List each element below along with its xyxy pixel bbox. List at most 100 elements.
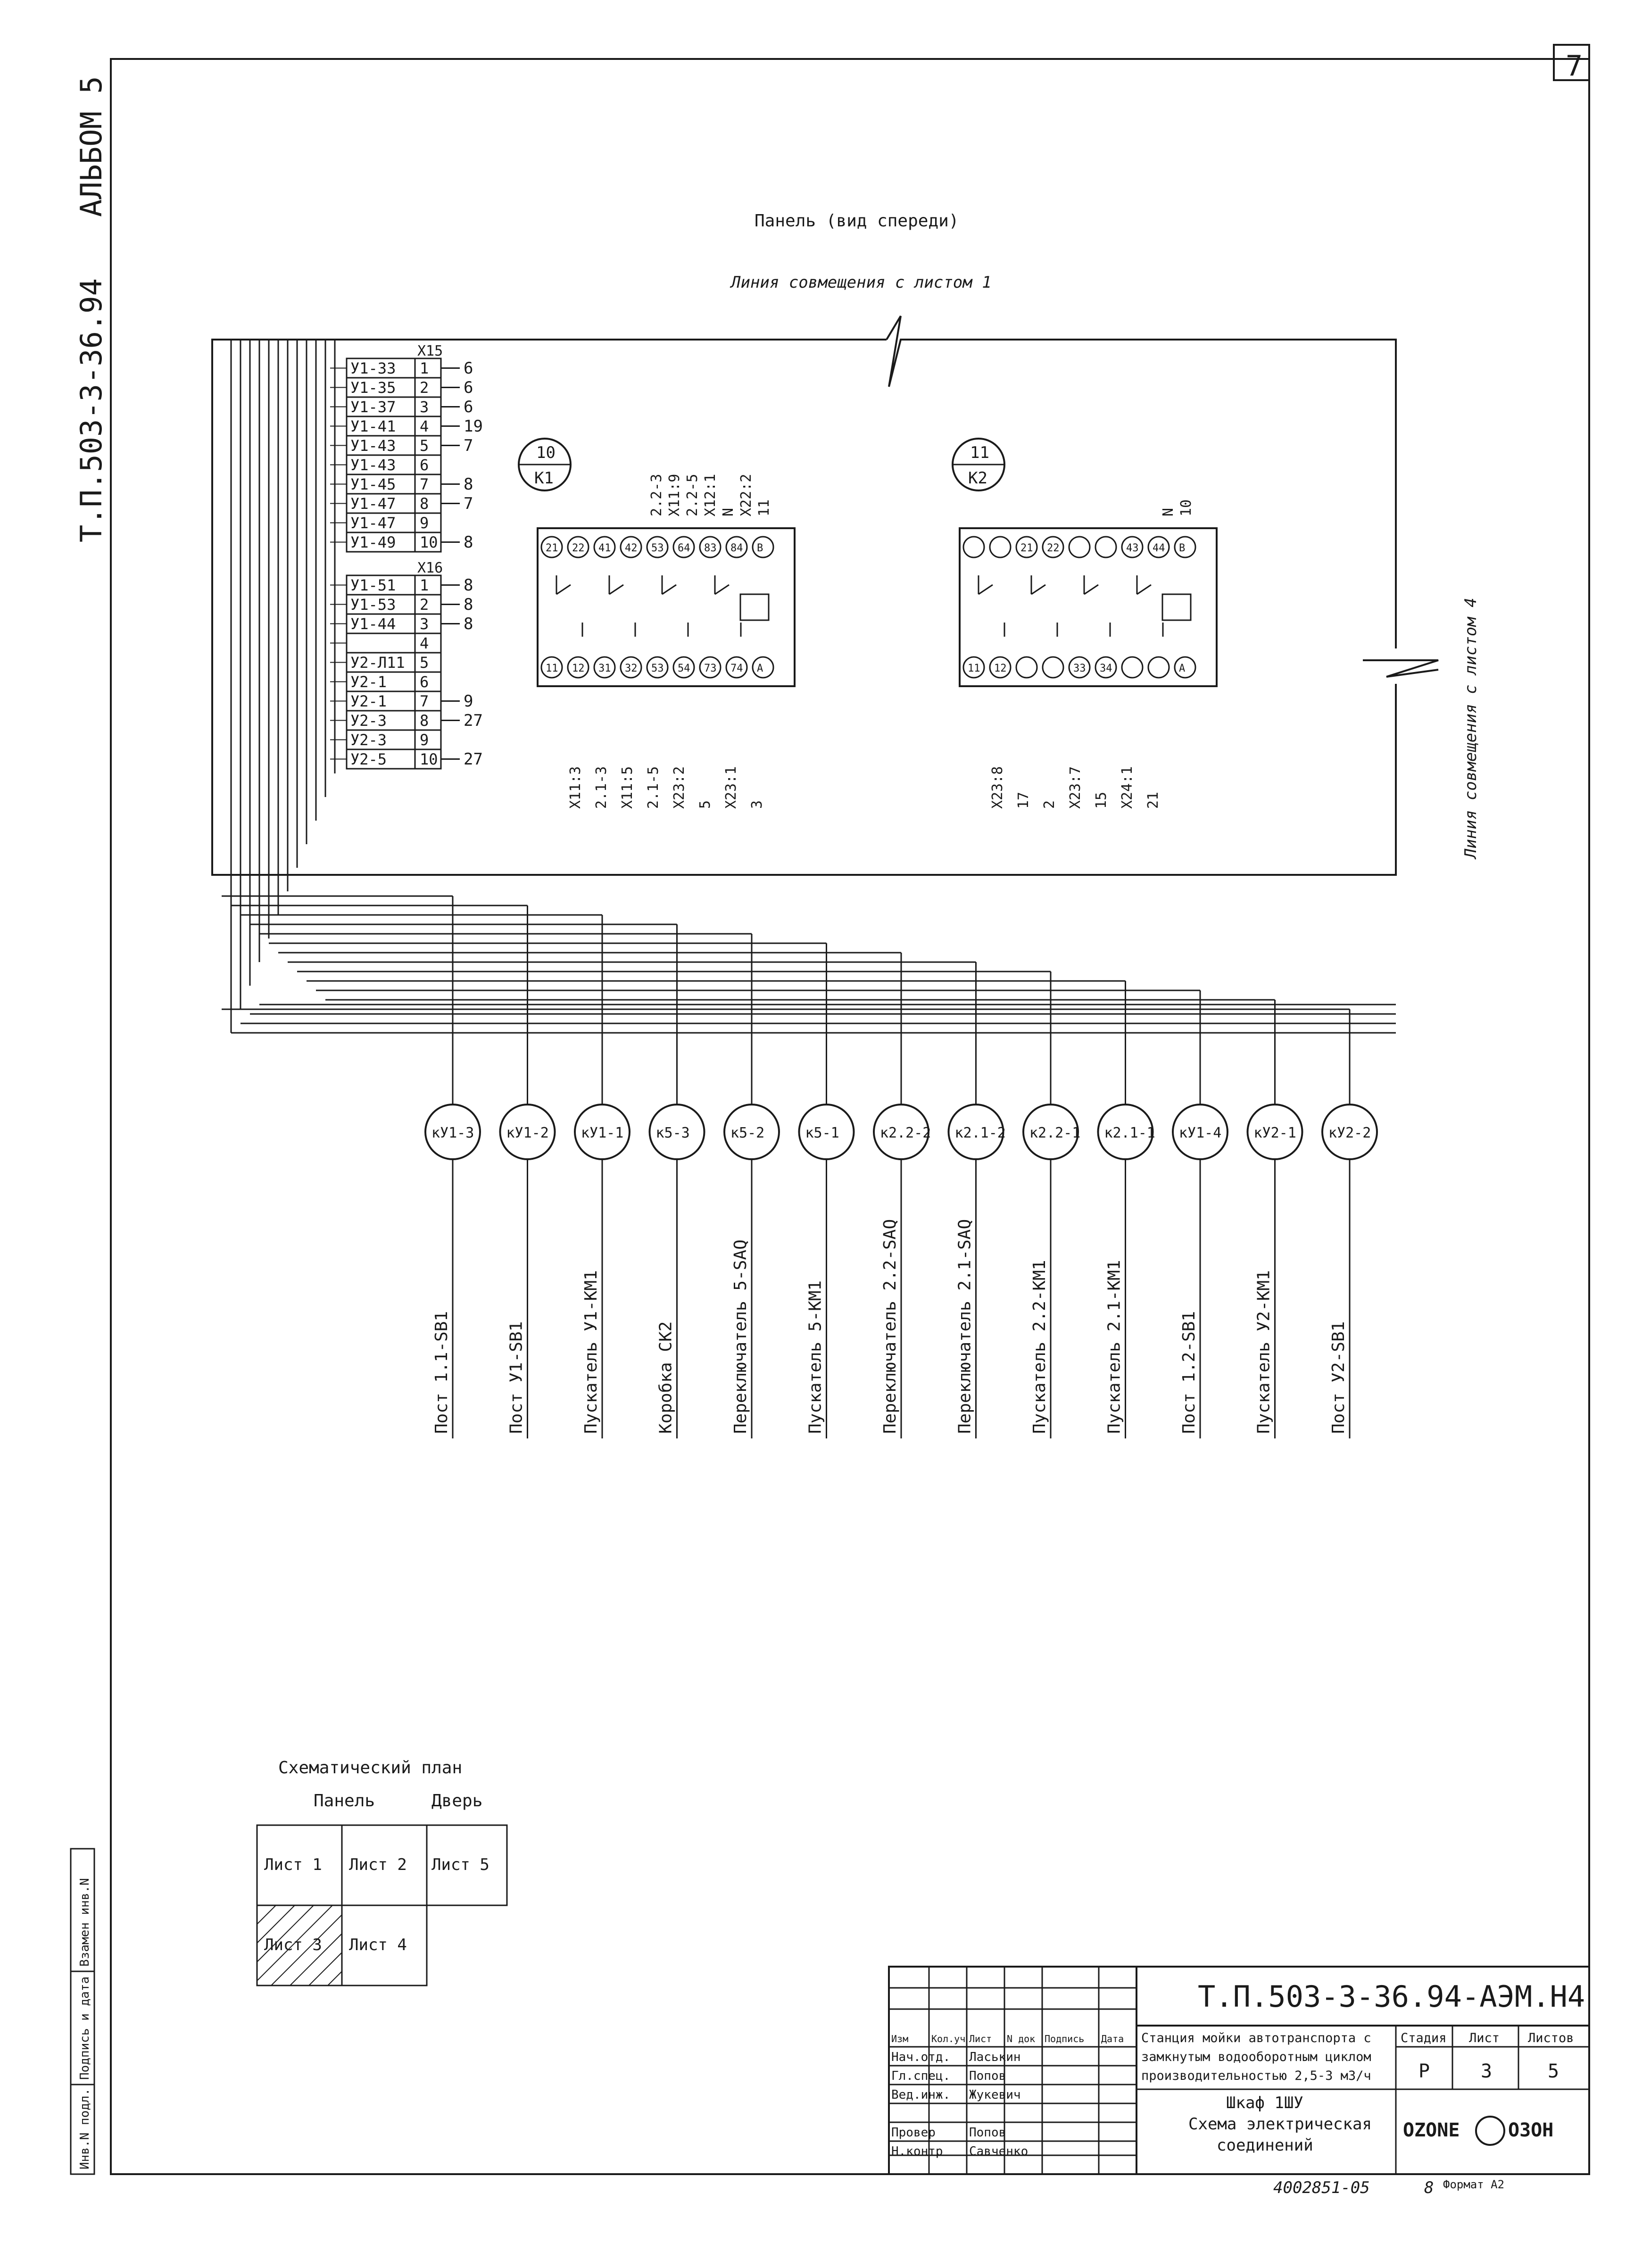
org-logo-right: ОЗОН — [1508, 2119, 1553, 2141]
cable-id: к2.2-1 — [1029, 1125, 1080, 1141]
cable-id: кУ1-3 — [431, 1125, 474, 1141]
sheet-number: 7 — [1566, 50, 1583, 83]
relay-bottom-wire-label: 15 — [1093, 792, 1110, 809]
relay-pin — [752, 656, 774, 679]
relay-pin — [699, 656, 722, 679]
staff-role: Нач.отд. — [891, 2050, 950, 2064]
terminal-wire-number: 8 — [464, 475, 473, 494]
terminal-number: 10 — [420, 533, 438, 551]
relay-pin — [672, 656, 695, 679]
relay-bottom-wire-label: X11:3 — [567, 766, 584, 809]
relay-pin — [1147, 656, 1170, 679]
relay-bottom-wire-label: 3 — [749, 800, 765, 809]
terminal-label: У1-49 — [350, 533, 396, 551]
terminal-number: 6 — [420, 456, 429, 474]
relay-pin — [989, 656, 1012, 679]
cable-destination: Пускатель 2.2-КМ1 — [1030, 1260, 1049, 1434]
relay-body — [959, 527, 1218, 687]
relay-pin — [1068, 656, 1091, 679]
stage-value: Р — [1418, 2060, 1430, 2082]
strip-replace-inv: Взамен инв.N — [78, 1878, 92, 1967]
relay-pin-label: 22 — [1047, 542, 1060, 554]
relay-pin-label: A — [757, 663, 763, 674]
sheet-label: Лист — [1469, 2031, 1500, 2045]
relay-bottom-wire-label: X11:5 — [619, 766, 636, 809]
stage-label: Стадия — [1401, 2031, 1447, 2045]
relay-pin — [962, 656, 985, 679]
relay-pin — [1174, 536, 1196, 558]
relay-pin-label: 44 — [1153, 542, 1165, 554]
staff-role: Гл.спец. — [891, 2069, 950, 2083]
relay-pin-label: 11 — [546, 663, 558, 674]
terminal-label: У1-45 — [350, 475, 396, 493]
relay-top-wire-label: X11:9 — [666, 474, 683, 516]
relay-pin — [646, 656, 669, 679]
staff-role: Вед.инж. — [891, 2088, 950, 2102]
cable-id: кУ2-1 — [1254, 1125, 1296, 1141]
relay-pin — [1042, 536, 1064, 558]
relay-pin — [989, 536, 1012, 558]
terminal-number: 8 — [420, 495, 429, 513]
terminal-label-cell — [346, 632, 416, 654]
relay-pin — [1147, 536, 1170, 558]
relay-pin-label: 21 — [1020, 542, 1033, 554]
relay-pin — [593, 656, 616, 679]
cable-destination: Пост 1.2-SB1 — [1179, 1311, 1199, 1434]
terminal-block-name: X16 — [417, 560, 443, 576]
cable-id: кУ1-4 — [1179, 1125, 1221, 1141]
relay-pin — [1174, 656, 1196, 679]
relay-pin — [540, 656, 563, 679]
relay-pin-label: 34 — [1100, 663, 1112, 674]
title-header: Подпись — [1045, 2033, 1084, 2044]
relay-pin — [725, 536, 748, 558]
cable-destination: Пускатель У2-КМ1 — [1254, 1270, 1274, 1434]
schematic-plan-title: Схематический план — [278, 1758, 462, 1778]
relay-body — [537, 527, 796, 687]
terminal-label: У2-1 — [350, 692, 387, 710]
cable-id: к5-3 — [656, 1125, 690, 1141]
terminal-number: 2 — [420, 379, 429, 397]
cable-id: кУ1-2 — [506, 1125, 549, 1141]
cable-id: к2.1-2 — [955, 1125, 1006, 1141]
drawing-name-line-3: соединений — [1217, 2136, 1313, 2155]
plan-cell-1: Лист 1 — [264, 1855, 322, 1874]
cable-id: кУ1-1 — [581, 1125, 623, 1141]
relay-bottom-wire-label: 5 — [697, 800, 713, 809]
terminal-number: 3 — [420, 398, 429, 416]
relay-pin — [962, 536, 985, 558]
format-label: Формат А2 — [1443, 2178, 1504, 2191]
relay-pin — [1121, 536, 1144, 558]
relay-pin — [593, 536, 616, 558]
org-logo-left: OZONE — [1403, 2119, 1460, 2141]
relay-pin — [620, 536, 642, 558]
side-project-code: Т.П.503-3-36.94 — [74, 278, 108, 542]
relay-bottom-wire-label: 17 — [1015, 792, 1032, 809]
drawing-name-line-1: Шкаф 1ШУ — [1226, 2094, 1303, 2112]
relay-pin-label: 43 — [1126, 542, 1139, 554]
relay-pin — [567, 656, 589, 679]
relay-bottom-wire-label: X23:8 — [989, 766, 1006, 809]
relay-pin-label: 42 — [625, 542, 638, 554]
terminal-wire-number: 27 — [464, 711, 483, 730]
sheets-label: Листов — [1528, 2031, 1574, 2045]
plan-cell-5: Лист 5 — [431, 1855, 489, 1874]
terminal-label: У2-3 — [350, 731, 387, 749]
cable-destination: Коробка СК2 — [656, 1321, 676, 1434]
terminal-label: У1-33 — [350, 359, 396, 377]
terminal-block-name: X15 — [417, 343, 443, 359]
relay-top-wire-label: 11 — [756, 499, 772, 516]
strip-inv-number: Инв.N подл. — [78, 2088, 92, 2169]
cable-destination: Пост У2-SB1 — [1329, 1321, 1348, 1434]
relay-pin-label: 83 — [704, 542, 717, 554]
schematic-plan: Схематический план Панель Дверь Лист 1 Л… — [256, 1758, 508, 1986]
bottom-number: 8 — [1424, 2178, 1434, 2197]
relay-pin-label: 31 — [598, 663, 611, 674]
relay-top-wire-label: N — [1160, 508, 1177, 516]
plan-cell-3: Лист 3 — [264, 1936, 322, 1954]
relay-contact — [1031, 584, 1046, 595]
terminal-number: 4 — [420, 634, 429, 652]
relay-top-wire-label: X12:1 — [702, 474, 719, 516]
